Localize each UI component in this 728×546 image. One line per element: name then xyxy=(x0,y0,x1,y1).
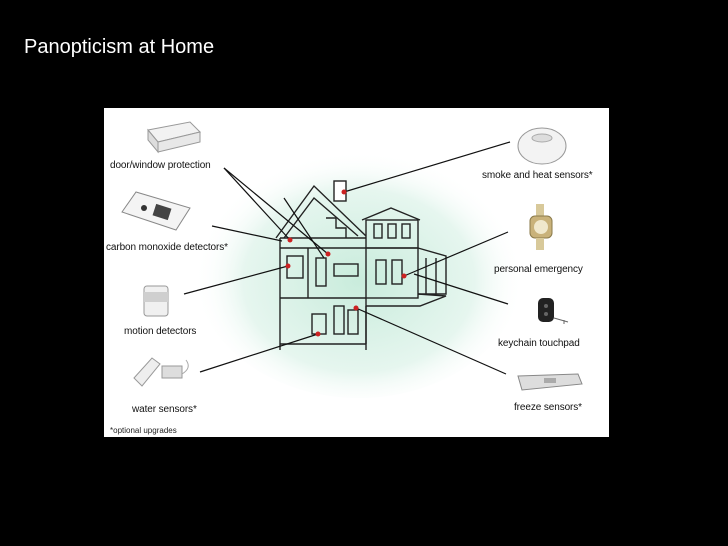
sensor-dots xyxy=(285,189,407,337)
smoke-detector-icon xyxy=(517,127,567,165)
water-sensor-icon xyxy=(133,357,189,387)
carbon-monoxide-label: carbon monoxide detectors* xyxy=(106,242,228,253)
keychain-remote-icon xyxy=(538,298,569,324)
motion-detectors-label: motion detectors xyxy=(124,326,197,337)
door-window-protection-label: door/window protection xyxy=(110,160,211,171)
personal-emergency-label: personal emergency xyxy=(494,264,583,275)
slide-title: Panopticism at Home xyxy=(24,36,215,58)
door-sensor-icon xyxy=(147,121,201,154)
water-sensors-label: water sensors* xyxy=(132,404,197,415)
diagram-panel: door/window protection carbon monoxide d… xyxy=(104,108,609,437)
motion-detector-icon xyxy=(143,285,169,317)
co-detector-icon xyxy=(121,191,191,231)
freeze-sensors-label: freeze sensors* xyxy=(514,402,582,413)
leader-lines xyxy=(183,141,511,375)
pendant-watch-icon xyxy=(529,204,553,250)
house-diagram xyxy=(121,121,583,398)
freeze-sensor-icon xyxy=(517,373,583,391)
optional-upgrades-footnote: *optional upgrades xyxy=(110,426,177,435)
keychain-touchpad-label: keychain touchpad xyxy=(498,338,580,349)
smoke-heat-sensors-label: smoke and heat sensors* xyxy=(482,170,593,181)
house-glow xyxy=(194,138,524,398)
